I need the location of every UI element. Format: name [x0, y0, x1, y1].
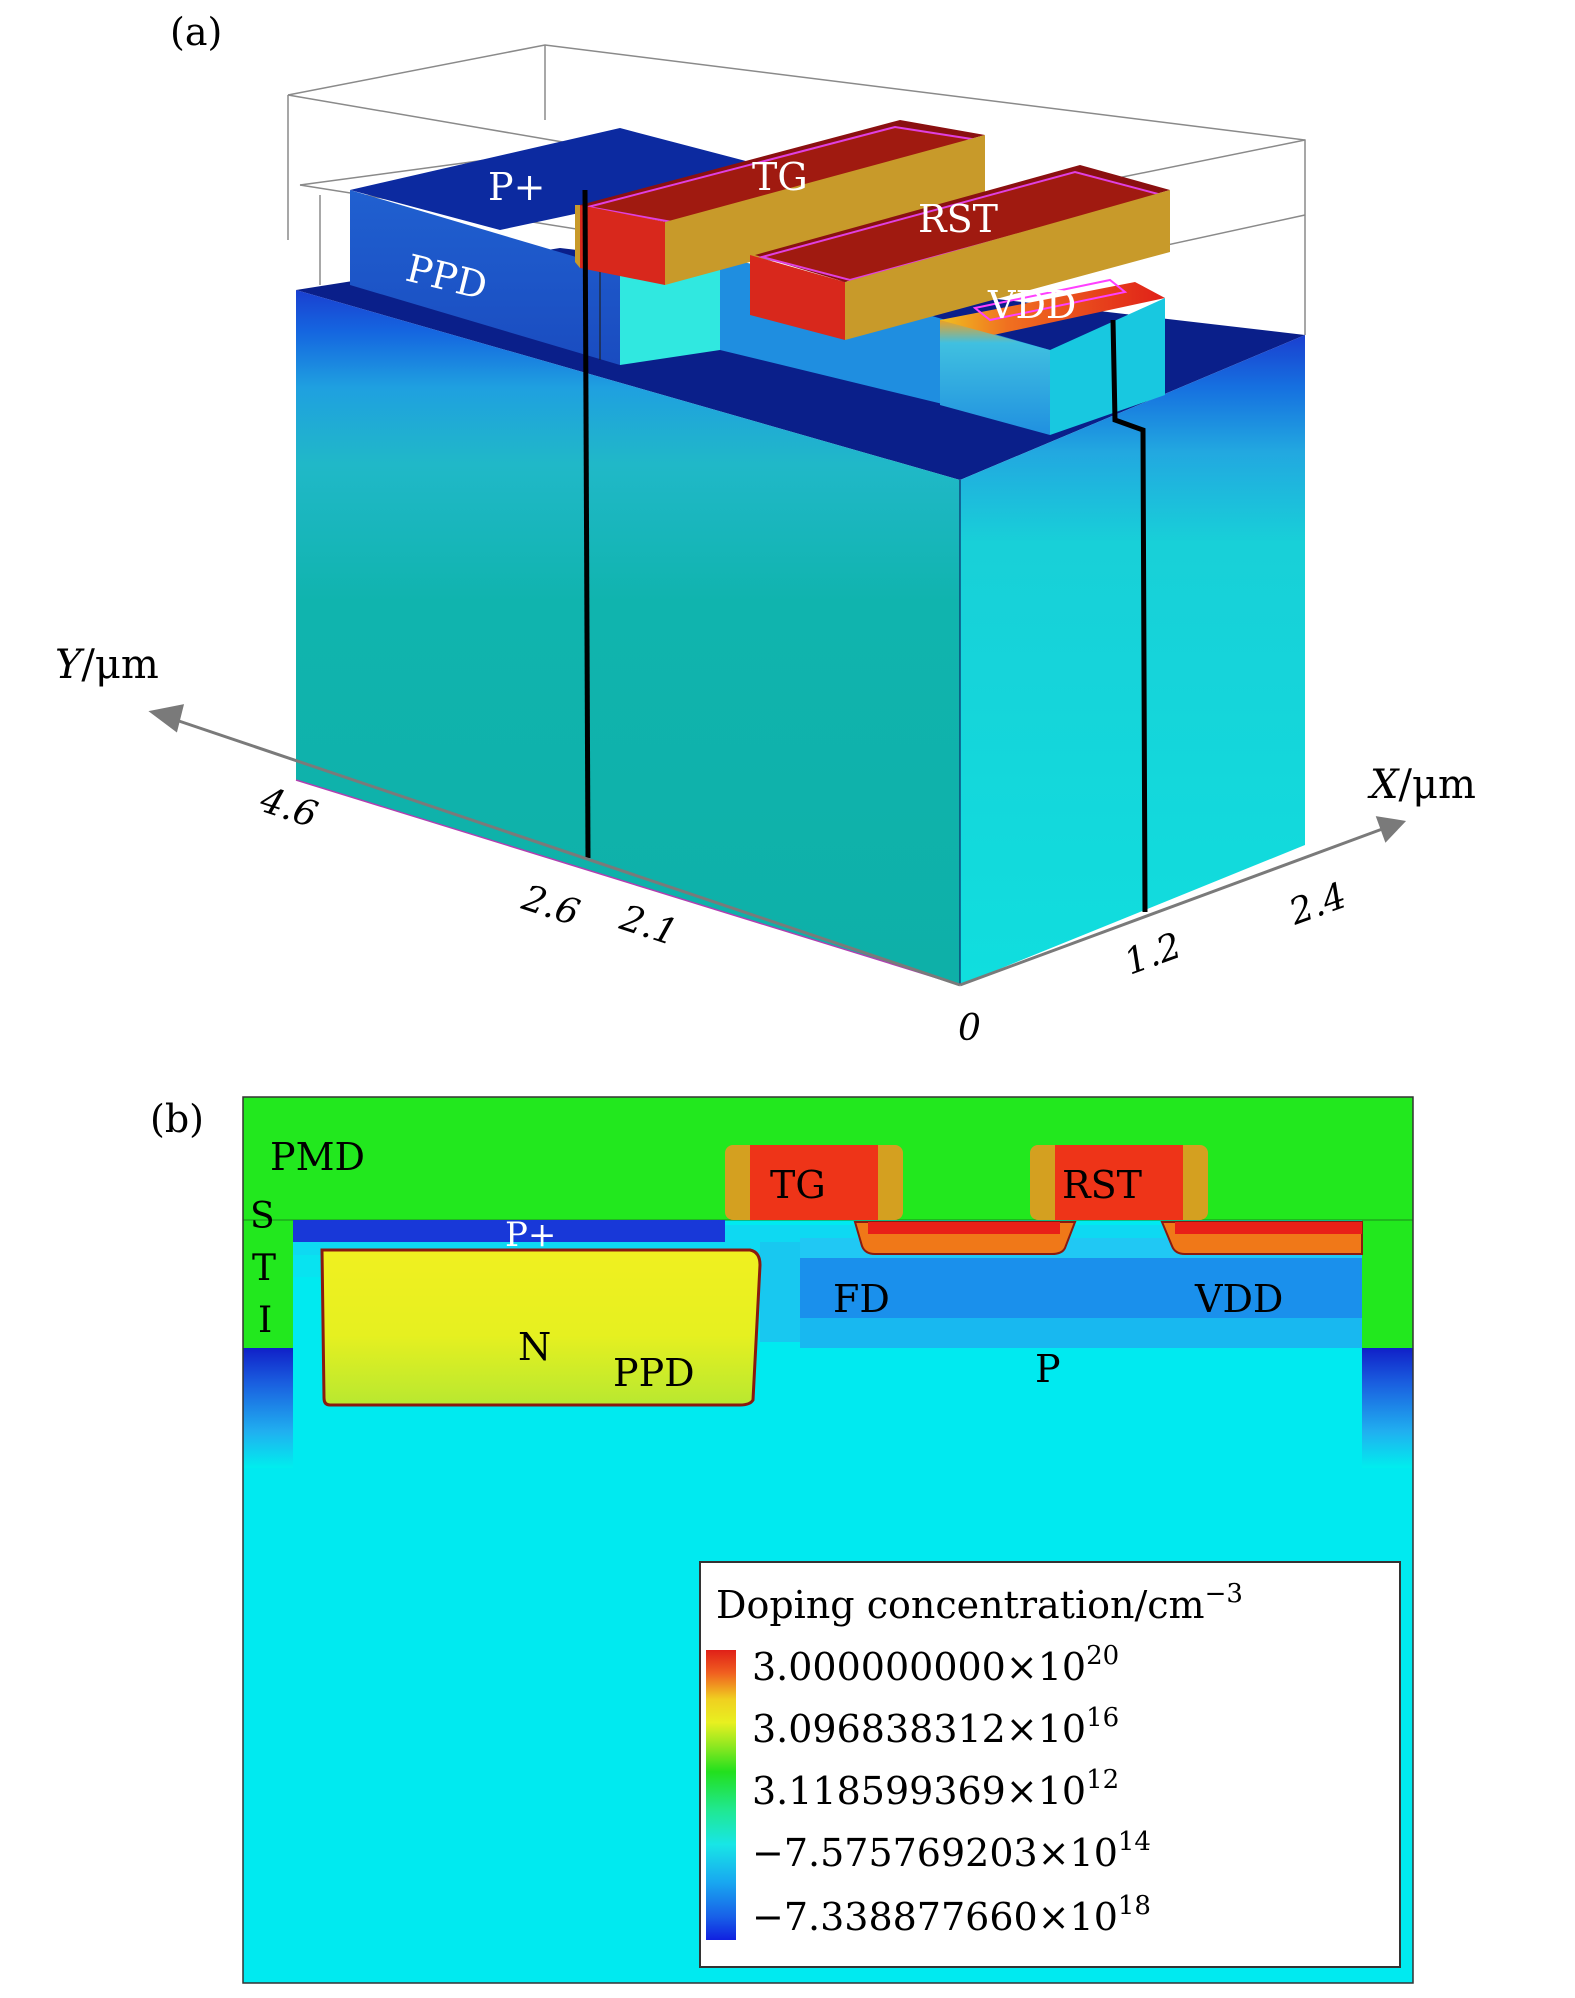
bottom-edge-left — [295, 779, 961, 986]
panel-a-label: (a) — [170, 10, 222, 54]
ppd-halo — [760, 1242, 800, 1342]
rst-gate-2d — [1030, 1145, 1208, 1220]
ppd-label: PPD — [613, 1351, 695, 1395]
ppd-front-face — [620, 255, 720, 365]
y-tick-2.6: 2.6 — [516, 877, 584, 934]
y-axis-label: Y/μm — [55, 642, 159, 688]
y-tick-2.1: 2.1 — [614, 897, 682, 954]
legend-entry-2: 3.118599369×1012 — [752, 1765, 1119, 1813]
vdd-label-3d: VDD — [987, 283, 1076, 327]
sti-label-s: S — [250, 1196, 275, 1237]
cut-line-right — [1110, 319, 1148, 913]
ppd-left-face — [350, 190, 620, 365]
rst-gate-3d — [750, 165, 1170, 340]
p-plus-layer — [293, 1220, 725, 1242]
tg-gate-2d — [725, 1145, 903, 1220]
fd-vdd-band — [800, 1258, 1362, 1318]
origin-tick: 0 — [958, 1008, 981, 1049]
legend-title: Doping concentration/cm−3 — [716, 1579, 1243, 1627]
x-axis-label: X/μm — [1367, 762, 1476, 808]
fd-vdd-band-lower — [800, 1318, 1362, 1348]
sti-right-doping — [1362, 1348, 1413, 1468]
sti-left-doping — [243, 1348, 293, 1468]
doping-legend: Doping concentration/cm−3 3.000000000×10… — [699, 1561, 1401, 1968]
vdd-implant-core — [1175, 1222, 1362, 1234]
legend-entry-3: −7.575769203×1014 — [752, 1827, 1151, 1875]
tg-label: TG — [770, 1163, 826, 1207]
ppd-top-face — [350, 128, 780, 230]
tg-gate-3d — [575, 120, 985, 285]
legend-color-bar — [706, 1650, 736, 1940]
ppd-n-region — [320, 1248, 762, 1407]
fd-label: FD — [833, 1277, 890, 1321]
substrate-left-face — [296, 290, 960, 985]
panel-a: (a) — [55, 10, 1476, 1049]
axes-3d — [148, 704, 1407, 987]
x-tick-2.4: 2.4 — [1283, 875, 1352, 933]
tg-label-3d: TG — [752, 155, 808, 199]
pmd-label: PMD — [270, 1135, 365, 1179]
x-tick-1.2: 1.2 — [1119, 925, 1187, 983]
cross-section-frame — [242, 1096, 1414, 1984]
rst-label: RST — [1062, 1163, 1142, 1207]
panel-b-label: (b) — [150, 1097, 204, 1141]
vdd-label: VDD — [1194, 1277, 1283, 1321]
panel-b: (b) — [150, 1096, 1414, 1984]
legend-entry-1: 3.096838312×1016 — [752, 1703, 1119, 1751]
substrate-right-face — [960, 335, 1305, 985]
p-plus-label-3d: P+ — [488, 165, 545, 209]
p-label: P — [1035, 1347, 1061, 1391]
y-tick-4.6: 4.6 — [254, 779, 322, 836]
legend-entry-4: −7.338877660×1018 — [752, 1891, 1151, 1939]
cut-line-left — [582, 189, 591, 859]
n-label: N — [518, 1325, 551, 1369]
vdd-block-3d — [940, 278, 1165, 435]
legend-entry-0: 3.000000000×1020 — [752, 1641, 1119, 1689]
rst-label-3d: RST — [918, 197, 998, 241]
sti-label-i: I — [258, 1300, 272, 1341]
p-plus-label: P+ — [505, 1215, 556, 1255]
sti-label-t: T — [252, 1248, 276, 1289]
fd-implant-core — [868, 1222, 1060, 1234]
